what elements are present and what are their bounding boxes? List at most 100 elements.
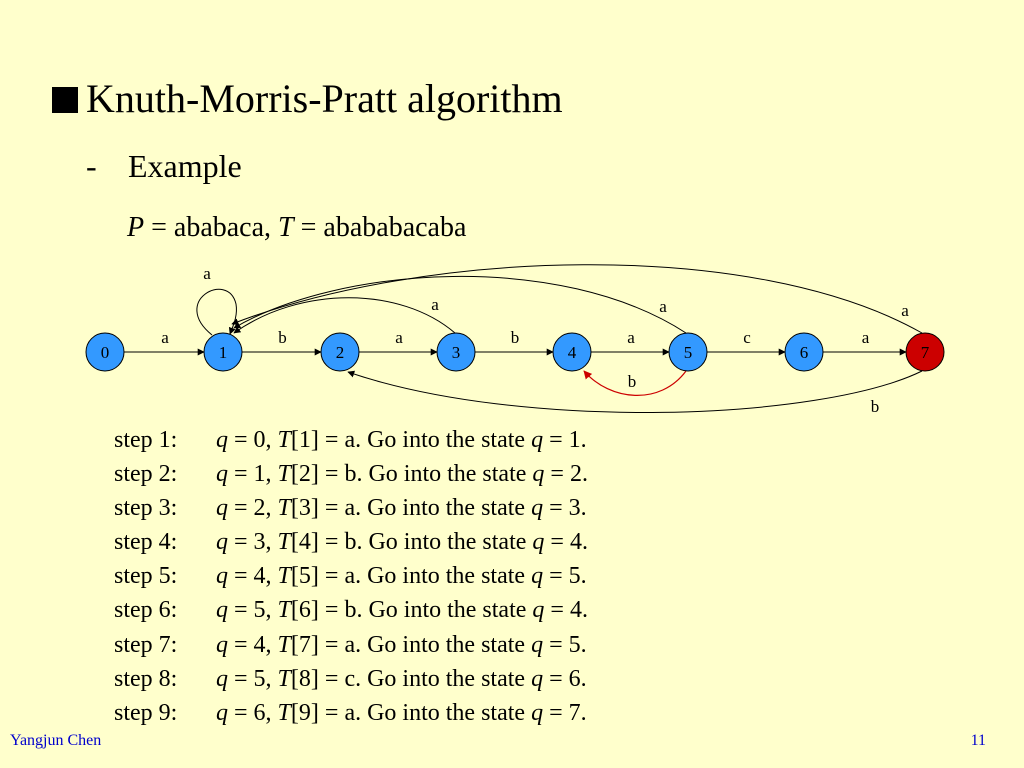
step-label: step 9: <box>114 699 178 726</box>
state-label: 7 <box>921 343 930 362</box>
q-value: 0 <box>253 427 266 453</box>
state-5-circle <box>668 332 708 372</box>
q-var: q <box>532 597 545 624</box>
char-value: c <box>344 665 356 692</box>
index-value: 8 <box>298 665 311 692</box>
step-label: step 4: <box>114 529 178 556</box>
step-row: step 3:q = 2, T[3] = a. Go into the stat… <box>114 495 587 522</box>
q-value: 4 <box>253 563 266 590</box>
slide-title: Knuth-Morris-Pratt algorithm <box>86 76 563 121</box>
next-q-value: 5 <box>568 563 581 590</box>
q-var: q <box>531 631 544 658</box>
period: . <box>580 699 587 726</box>
state-2-circle <box>320 332 360 372</box>
edge-label: a <box>901 301 909 320</box>
text-var: T <box>278 212 294 243</box>
q-value: 2 <box>253 495 266 522</box>
state-label: 6 <box>800 343 809 362</box>
period: . <box>581 461 588 488</box>
goto-text: . Go into the state <box>355 427 532 453</box>
index-value: 9 <box>298 699 311 726</box>
title-row: Knuth-Morris-Pratt algorithm <box>52 74 563 124</box>
step-list: step 1:q = 0, T[1] = a. Go into the stat… <box>114 426 588 733</box>
goto-text: . Go into the state <box>355 563 532 590</box>
period: . <box>580 495 587 522</box>
edge-label: b <box>278 328 287 347</box>
edge-label: b <box>871 397 880 416</box>
self-loop-edge <box>196 288 237 336</box>
back-edge-7-to-1 <box>231 264 923 334</box>
next-q-value: 4 <box>569 529 582 556</box>
edge-label: a <box>395 328 403 347</box>
next-q-value: 1 <box>568 427 581 453</box>
subtitle-text: Example <box>128 148 242 184</box>
q-value: 5 <box>253 665 266 692</box>
q-var: q <box>216 427 228 453</box>
t-var: T <box>277 631 291 658</box>
state-6-circle <box>784 332 824 372</box>
char-value: b <box>344 597 357 624</box>
period: . <box>580 563 587 590</box>
char-value: a <box>344 563 356 590</box>
goto-text: . Go into the state <box>355 631 532 658</box>
state-label: 5 <box>684 343 693 362</box>
edge-label: b <box>628 372 637 391</box>
q-var: q <box>531 563 544 590</box>
self-loop-label: a <box>203 264 211 283</box>
back-edge-5-to-4 <box>583 370 687 396</box>
pattern-value: = ababaca, <box>144 212 279 243</box>
q-value: 4 <box>253 631 266 658</box>
q-var: q <box>216 665 228 692</box>
q-var: q <box>532 461 545 488</box>
step-row: step 8:q = 5, T[8] = c. Go into the stat… <box>114 665 587 692</box>
q-var: q <box>532 529 545 556</box>
step-label: step 8: <box>114 665 178 692</box>
index-value: 7 <box>298 631 311 658</box>
step-label: step 1: <box>114 427 178 453</box>
char-value: a <box>344 631 356 658</box>
subtitle-dash: - <box>86 148 97 184</box>
q-value: 5 <box>253 597 266 624</box>
transition-edges <box>124 264 923 413</box>
edge-label: a <box>627 328 635 347</box>
index-value: 1 <box>298 427 311 453</box>
subtitle-row: -Example <box>86 146 242 186</box>
next-q-value: 7 <box>568 699 581 726</box>
step-label: step 2: <box>114 461 178 488</box>
period: . <box>580 631 587 658</box>
q-var: q <box>216 461 228 488</box>
next-q-value: 4 <box>569 597 582 624</box>
char-value: a <box>344 495 356 522</box>
q-var: q <box>531 699 544 726</box>
goto-text: . Go into the state <box>355 699 532 726</box>
next-q-value: 2 <box>569 461 582 488</box>
step-row: step 9:q = 6, T[9] = a. Go into the stat… <box>114 699 587 726</box>
q-var: q <box>216 699 228 726</box>
goto-text: . Go into the state <box>356 529 533 556</box>
state-7-circle <box>905 332 945 372</box>
state-label: 4 <box>568 343 577 362</box>
q-var: q <box>216 631 228 658</box>
footer-page-number: 11 <box>970 732 986 749</box>
state-0-circle <box>85 332 125 372</box>
period: . <box>580 427 587 453</box>
step-row: step 4:q = 3, T[4] = b. Go into the stat… <box>114 529 588 556</box>
next-q-value: 5 <box>568 631 581 658</box>
goto-text: . Go into the state <box>355 665 532 692</box>
next-q-value: 6 <box>568 665 581 692</box>
state-3-circle <box>436 332 476 372</box>
char-value: a <box>344 699 356 726</box>
step-row: step 2:q = 1, T[2] = b. Go into the stat… <box>114 461 588 488</box>
index-value: 2 <box>298 461 311 488</box>
char-value: b <box>344 461 357 488</box>
goto-text: . Go into the state <box>356 461 533 488</box>
q-var: q <box>216 597 228 624</box>
edge-label: c <box>743 328 751 347</box>
index-value: 5 <box>298 563 311 590</box>
state-label: 0 <box>101 343 110 362</box>
index-value: 3 <box>298 495 311 522</box>
step-label: step 5: <box>114 563 178 590</box>
t-var: T <box>277 427 291 453</box>
step-row: step 7:q = 4, T[7] = a. Go into the stat… <box>114 631 587 658</box>
state-label: 3 <box>452 343 461 362</box>
